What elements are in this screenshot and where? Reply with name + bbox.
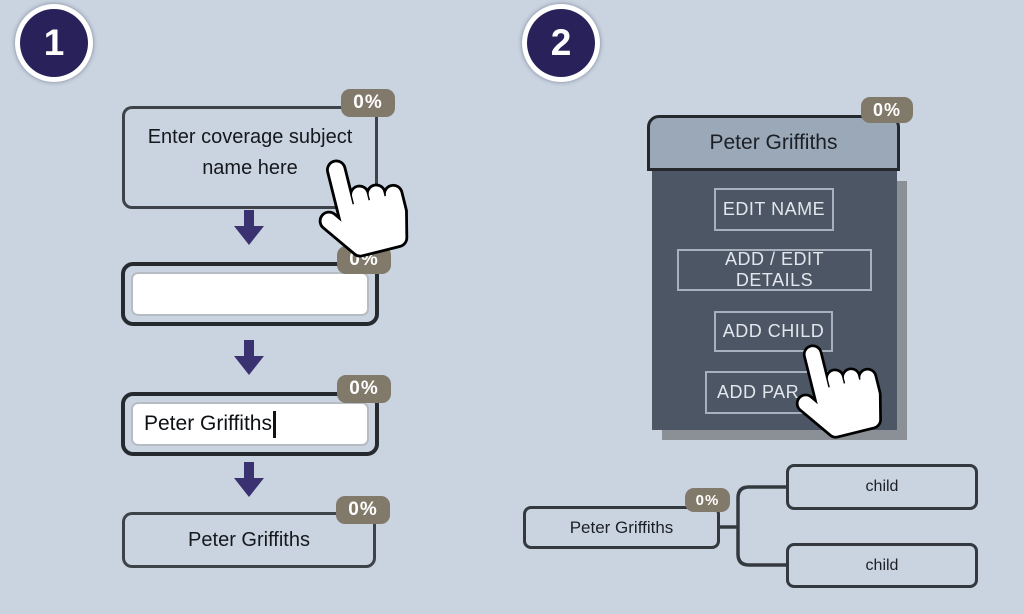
step-1-circle: 1 (15, 4, 93, 82)
progress-badge: 0% (336, 496, 390, 524)
name-input-typed[interactable]: Peter Griffiths (121, 392, 379, 456)
down-arrow-icon (234, 210, 264, 245)
person-menu-title: Peter Griffiths (709, 131, 838, 154)
progress-badge: 0% (861, 97, 913, 123)
step-2-number: 2 (527, 9, 595, 77)
text-cursor (273, 410, 276, 438)
down-arrow-icon (234, 462, 264, 497)
tree-child-label: child (865, 478, 899, 495)
step-1-number: 1 (20, 9, 88, 77)
progress-badge: 0% (685, 488, 730, 512)
progress-badge: 0% (341, 89, 395, 117)
name-input-typed-field[interactable]: Peter Griffiths (131, 402, 369, 446)
down-arrow-icon (234, 340, 264, 375)
tree-connector-lines (718, 485, 788, 567)
tree-parent-label: Peter Griffiths (569, 517, 674, 537)
subject-node-label: Peter Griffiths (188, 528, 310, 551)
person-menu-header[interactable]: Peter Griffiths (647, 115, 900, 171)
tree-parent-node[interactable]: Peter Griffiths (523, 506, 720, 549)
edit-name-button[interactable]: EDIT NAME (714, 188, 834, 231)
add-child-button[interactable]: ADD CHILD (714, 311, 833, 352)
name-input-empty[interactable] (121, 262, 379, 326)
step-2-circle: 2 (522, 4, 600, 82)
tree-child-label: child (865, 556, 899, 574)
coverage-subject-node-label: Enter coverage subject name here (147, 126, 353, 179)
tree-child-node[interactable]: child (786, 543, 978, 588)
progress-badge: 0% (337, 375, 391, 403)
add-edit-details-button[interactable]: ADD / EDIT DETAILS (677, 249, 872, 291)
name-input-empty-field[interactable] (131, 272, 369, 316)
hand-cursor-icon (301, 143, 419, 267)
coverage-subject-node[interactable]: Enter coverage subject name here (122, 106, 378, 209)
tree-child-node[interactable]: child (786, 464, 978, 510)
name-input-typed-value: Peter Griffiths (144, 412, 272, 435)
subject-node[interactable]: Peter Griffiths (122, 512, 376, 568)
